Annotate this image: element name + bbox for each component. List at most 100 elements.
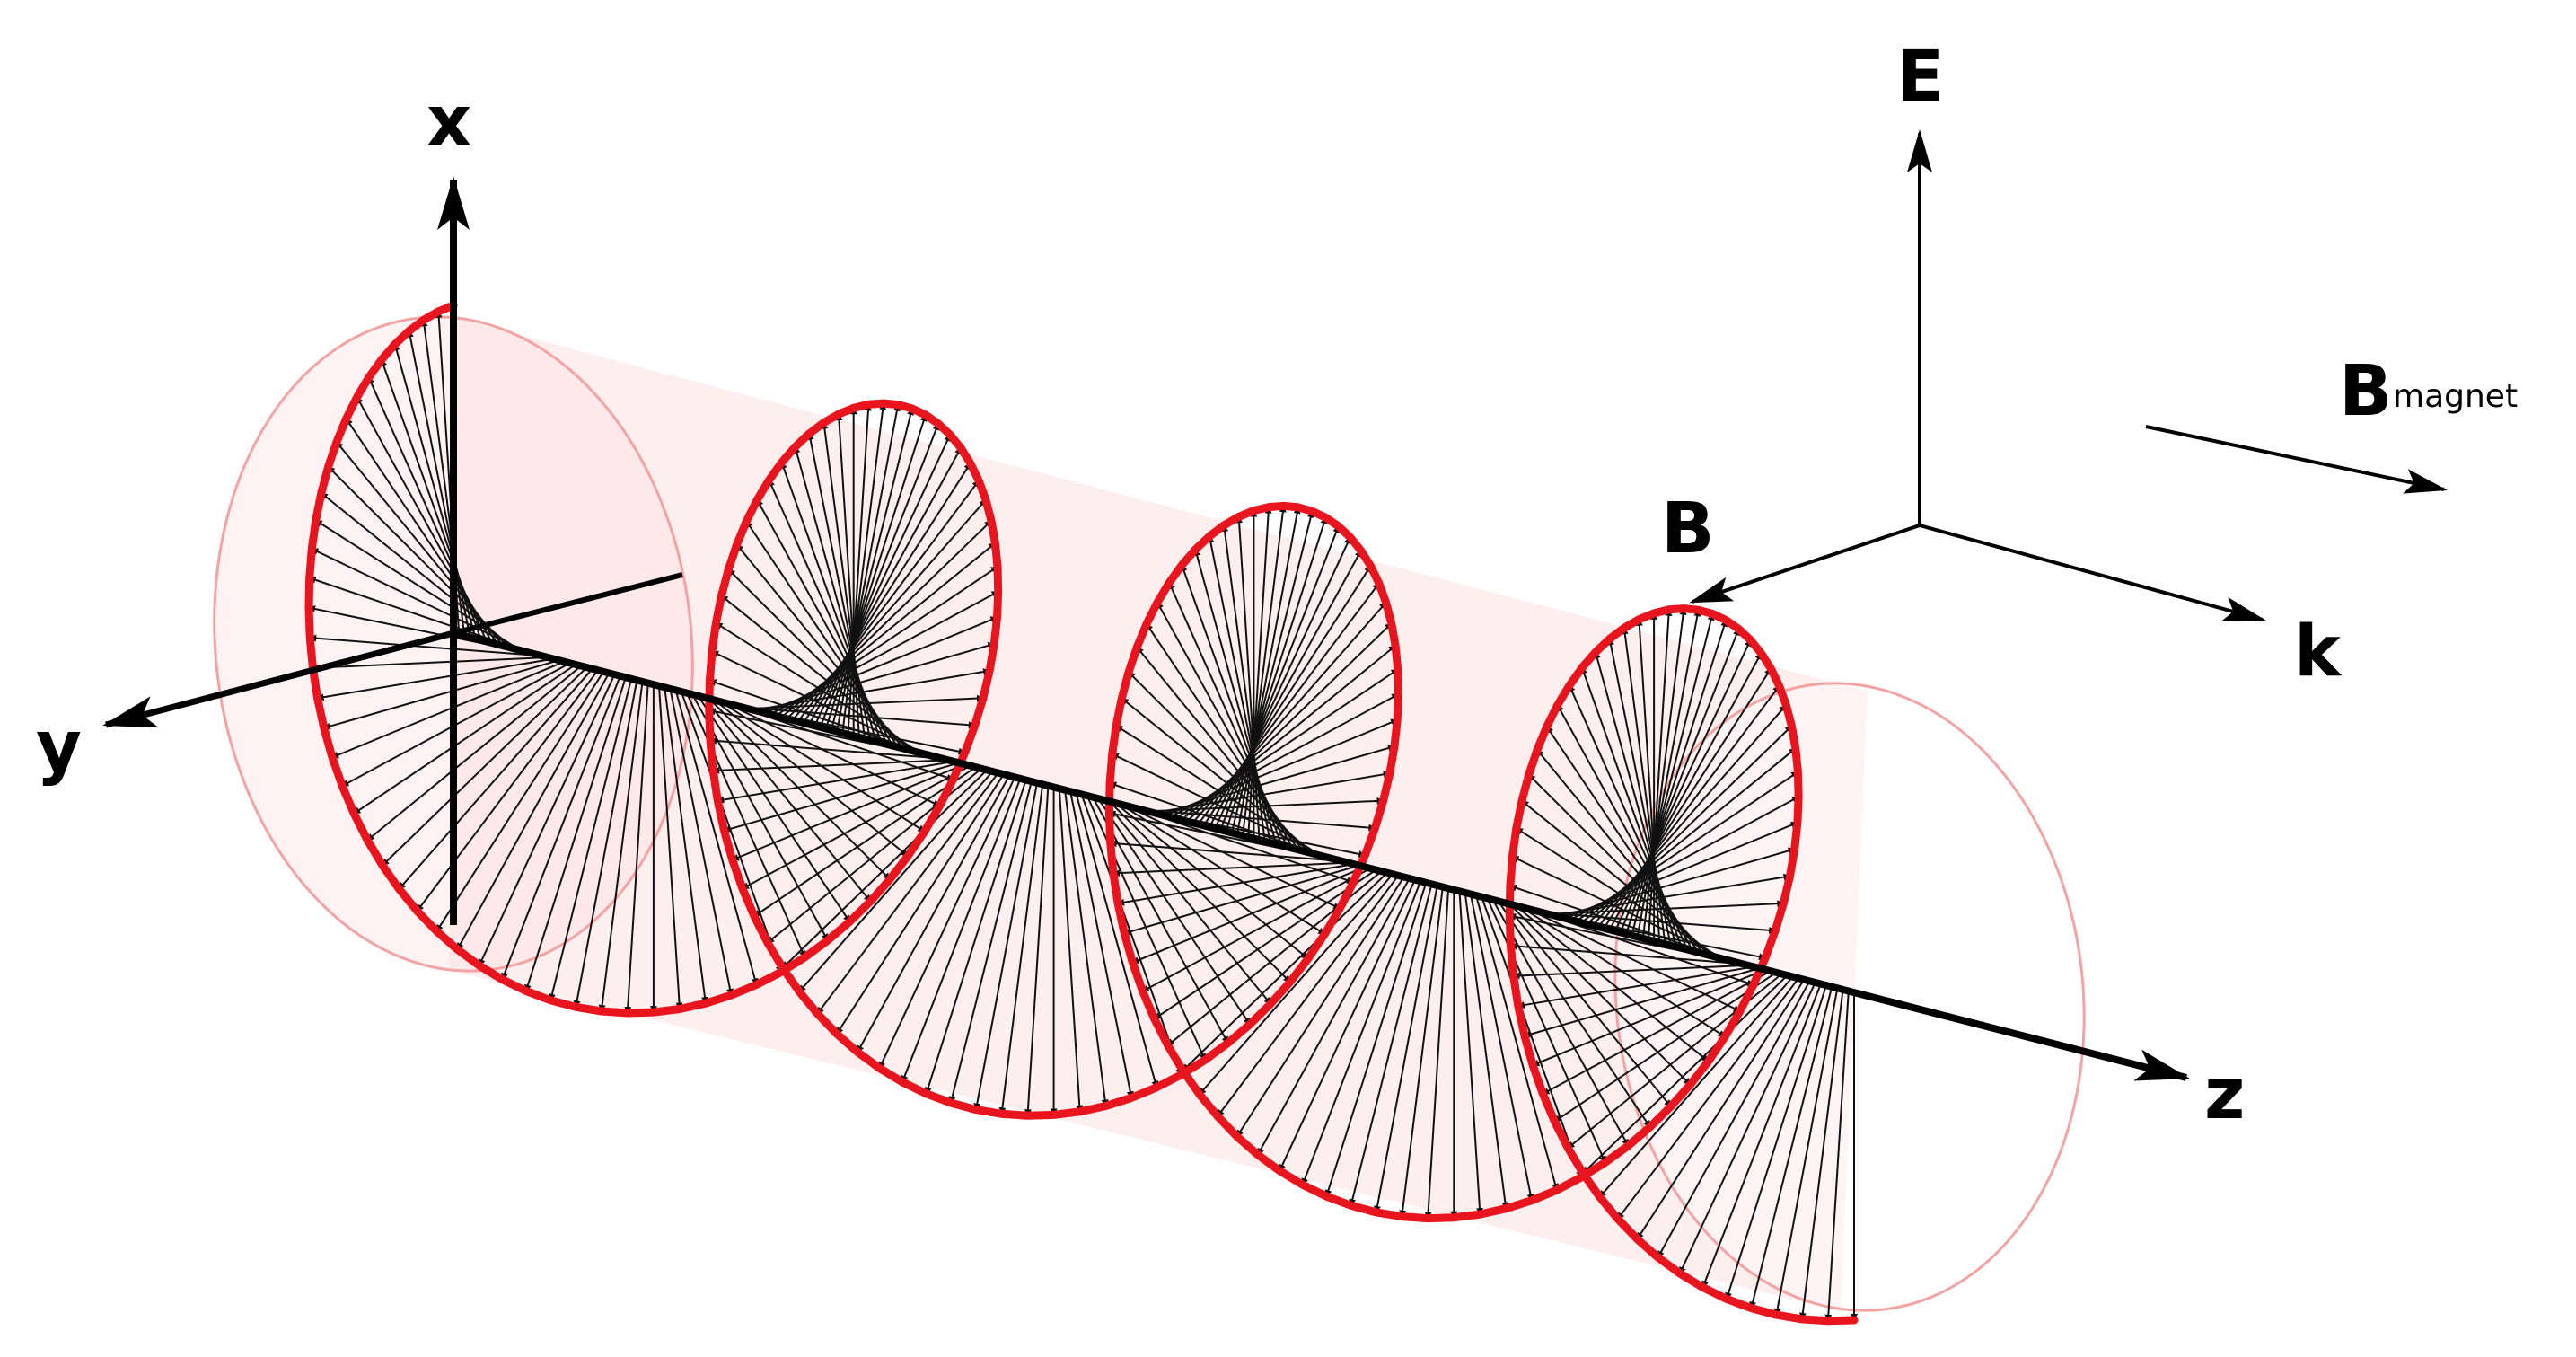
field-vector	[1024, 785, 1050, 1117]
field-vector	[742, 764, 971, 890]
field-vector	[327, 466, 510, 648]
field-vector	[731, 763, 965, 861]
field-vector	[1131, 866, 1366, 964]
field-vector	[1182, 871, 1388, 1071]
field-vector	[924, 780, 1027, 1095]
field-vector	[1069, 791, 1134, 1099]
field-vector	[1209, 550, 1362, 828]
field-vectors	[308, 304, 1858, 1322]
field-vector	[1097, 797, 1251, 1026]
field-vector	[314, 519, 521, 651]
field-vector	[697, 695, 851, 923]
field-vector	[336, 441, 505, 647]
field-vector	[1641, 607, 1687, 938]
field-vector	[1824, 991, 1850, 1322]
field-vector	[1620, 628, 1740, 933]
field-vector	[382, 666, 588, 867]
coordinate-axes	[102, 176, 2190, 1081]
field-vector	[709, 736, 943, 760]
field-vector	[998, 784, 1044, 1115]
field-vector	[573, 680, 638, 1009]
field-vector	[1242, 505, 1287, 836]
field-vector	[1749, 986, 1833, 1309]
field-vector	[1517, 965, 1754, 1009]
field-vector	[1509, 942, 1744, 965]
field-vector	[1111, 753, 1327, 859]
field-vector	[1536, 749, 1705, 955]
field-vector	[727, 568, 910, 751]
field-vector	[321, 492, 515, 650]
field-vector	[1458, 891, 1483, 1216]
field-vector	[723, 762, 960, 833]
field-vector	[1115, 725, 1322, 857]
field-vector	[1123, 864, 1360, 936]
field-vector	[712, 759, 949, 774]
field-vector	[1075, 792, 1159, 1088]
field-vector	[1514, 904, 1710, 1062]
field-vector	[816, 771, 999, 1015]
z-axis-arrow	[453, 630, 2190, 1081]
field-vector	[1503, 902, 1672, 1107]
k-vector-label: k	[2294, 612, 2343, 692]
field-vector	[1511, 855, 1728, 961]
field-vector	[1512, 964, 1749, 980]
y-axis-back	[453, 572, 683, 636]
field-vector	[824, 414, 928, 729]
field-vector	[1301, 880, 1422, 1186]
field-vector	[1349, 884, 1433, 1207]
field-vector	[803, 463, 971, 724]
field-vector	[1191, 602, 1387, 824]
field-vector	[1592, 704, 1788, 927]
field-vector	[1108, 800, 1291, 983]
field-vector	[658, 685, 683, 1010]
field-vector	[398, 668, 593, 890]
field-vector	[1235, 506, 1301, 834]
field-vector	[1678, 982, 1816, 1274]
field-vector	[366, 665, 583, 842]
field-vector	[806, 432, 872, 741]
x-axis-label: x	[426, 82, 471, 163]
field-vector	[1153, 868, 1377, 1020]
field-vector	[501, 675, 621, 981]
field-vector	[416, 669, 599, 912]
field-vector	[1424, 888, 1450, 1220]
field-vector	[948, 780, 1033, 1104]
field-vector	[1374, 885, 1438, 1213]
field-vector	[1121, 697, 1316, 855]
field-vector	[316, 657, 554, 701]
field-vector	[1587, 725, 1793, 925]
field-vector	[1542, 970, 1772, 1095]
field-vector	[1202, 565, 1372, 826]
field-vector	[702, 696, 872, 903]
field-vector	[524, 676, 627, 992]
field-vector	[549, 678, 633, 1001]
field-vector	[1207, 535, 1271, 843]
field-vector	[624, 683, 649, 1014]
field-vector	[1219, 525, 1340, 831]
field-vector	[674, 690, 759, 986]
field-vector	[680, 691, 783, 974]
field-vector	[407, 330, 471, 638]
field-vector	[841, 402, 887, 734]
b-magnet-symbol: B	[2339, 351, 2392, 432]
field-vector	[1607, 638, 1672, 946]
field-vector	[735, 543, 905, 750]
field-vector	[808, 446, 962, 726]
field-vector	[1773, 988, 1839, 1317]
field-vector	[1058, 788, 1084, 1113]
field-vector	[1532, 968, 1766, 1067]
field-vector	[1521, 800, 1716, 958]
field-vector	[1114, 802, 1309, 960]
field-vector	[1279, 879, 1416, 1172]
field-vector	[791, 498, 987, 721]
field-vector	[1636, 609, 1701, 938]
field-vector	[708, 698, 891, 880]
field-vector	[1128, 671, 1311, 854]
field-vector	[1598, 975, 1794, 1198]
field-vector	[1515, 827, 1721, 959]
field-vector	[1491, 899, 1630, 1147]
field-vector	[478, 674, 616, 967]
field-vector	[1464, 892, 1509, 1210]
field-vector	[1399, 886, 1444, 1218]
